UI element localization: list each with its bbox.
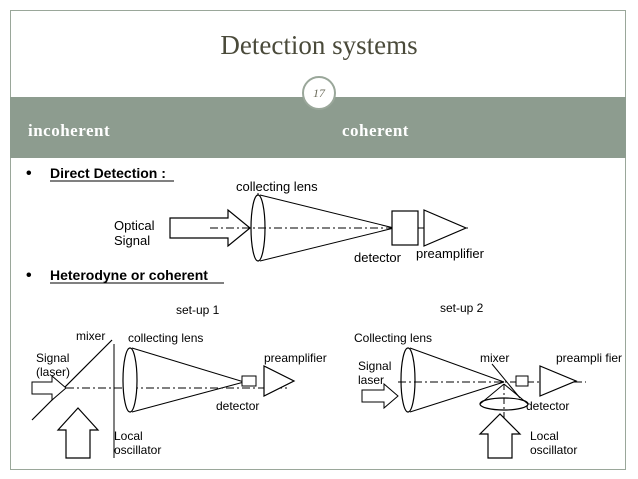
direct-detection-heading: Direct Detection : bbox=[50, 165, 166, 181]
setup2-collecting-lens-icon bbox=[400, 347, 416, 413]
direct-preamplifier-label: preamplifier bbox=[416, 246, 485, 261]
setup2-local-label-2: oscillator bbox=[530, 443, 577, 457]
detection-diagram: • Direct Detection : collecting lens Opt… bbox=[10, 158, 626, 462]
setup1-local-oscillator-arrow-icon bbox=[56, 407, 100, 459]
setup2-mixer-label: mixer bbox=[480, 351, 509, 365]
setup2-signal-label-1: Signal bbox=[358, 359, 391, 373]
setup2-oscillator-ray-right bbox=[503, 383, 529, 405]
direct-ray-upper bbox=[259, 194, 395, 229]
setup1-detector-icon bbox=[241, 375, 257, 387]
coherent-heading: coherent bbox=[342, 121, 409, 140]
direct-detector-icon bbox=[391, 210, 419, 246]
direct-preamplifier-icon bbox=[423, 209, 468, 247]
setup1-preamp-label: preamplifier bbox=[264, 351, 327, 365]
setup1-collecting-lens-icon bbox=[122, 347, 138, 413]
heterodyne-bullet: • bbox=[26, 267, 32, 284]
setup1-ray-upper bbox=[131, 347, 245, 383]
heterodyne-heading: Heterodyne or coherent bbox=[50, 267, 208, 283]
setup1-local-label-1: Local bbox=[114, 429, 143, 443]
setup2-local-oscillator-arrow-icon bbox=[478, 413, 522, 459]
setup1-signal-label-2: (laser) bbox=[36, 365, 70, 379]
setup1-lens-label: collecting lens bbox=[128, 331, 203, 345]
slide-frame bbox=[10, 10, 626, 470]
setup1-title: set-up 1 bbox=[176, 303, 220, 317]
setup2-preamp-label: preampli fier bbox=[556, 351, 622, 365]
slide-title: Detection systems bbox=[220, 30, 418, 60]
setup1-preamplifier-icon bbox=[263, 365, 296, 397]
setup2-signal-label-2: laser bbox=[358, 373, 384, 387]
setup2-oscillator-ray-left bbox=[479, 383, 505, 405]
setup1-signal-arrow-icon bbox=[31, 374, 67, 402]
detection-diagram-svg: • Direct Detection : collecting lens Opt… bbox=[26, 165, 622, 459]
setup1-signal-label-1: Signal bbox=[36, 351, 69, 365]
setup2-detector-icon bbox=[515, 375, 529, 387]
setup2-preamplifier-icon bbox=[539, 365, 578, 397]
setup1-detector-label: detector bbox=[216, 399, 259, 413]
setup2-local-label-1: Local bbox=[530, 429, 559, 443]
direct-signal-label-2: Signal bbox=[114, 233, 150, 248]
setup2-title: set-up 2 bbox=[440, 301, 484, 315]
page-number-badge: 17 bbox=[302, 76, 336, 110]
direct-lens-label: collecting lens bbox=[236, 179, 318, 194]
incoherent-heading: incoherent bbox=[28, 121, 111, 140]
direct-ray-lower bbox=[259, 227, 395, 262]
setup1-mixer-icon bbox=[31, 339, 113, 421]
setup2-ray-upper bbox=[409, 347, 505, 383]
setup2-detector-label: detector bbox=[526, 399, 569, 413]
setup2-lens-label: Collecting lens bbox=[354, 331, 432, 345]
setup2-signal-arrow-icon bbox=[361, 382, 399, 410]
setup2-mixer-icon bbox=[491, 363, 521, 399]
setup1-local-label-2: oscillator bbox=[114, 443, 161, 457]
direct-detector-label: detector bbox=[354, 250, 402, 265]
setup2-ray-lower bbox=[409, 381, 505, 413]
direct-bullet: • bbox=[26, 165, 32, 182]
setup1-mixer-label: mixer bbox=[76, 329, 105, 343]
setup1-ray-lower bbox=[131, 381, 245, 413]
direct-signal-label-1: Optical bbox=[114, 218, 155, 233]
